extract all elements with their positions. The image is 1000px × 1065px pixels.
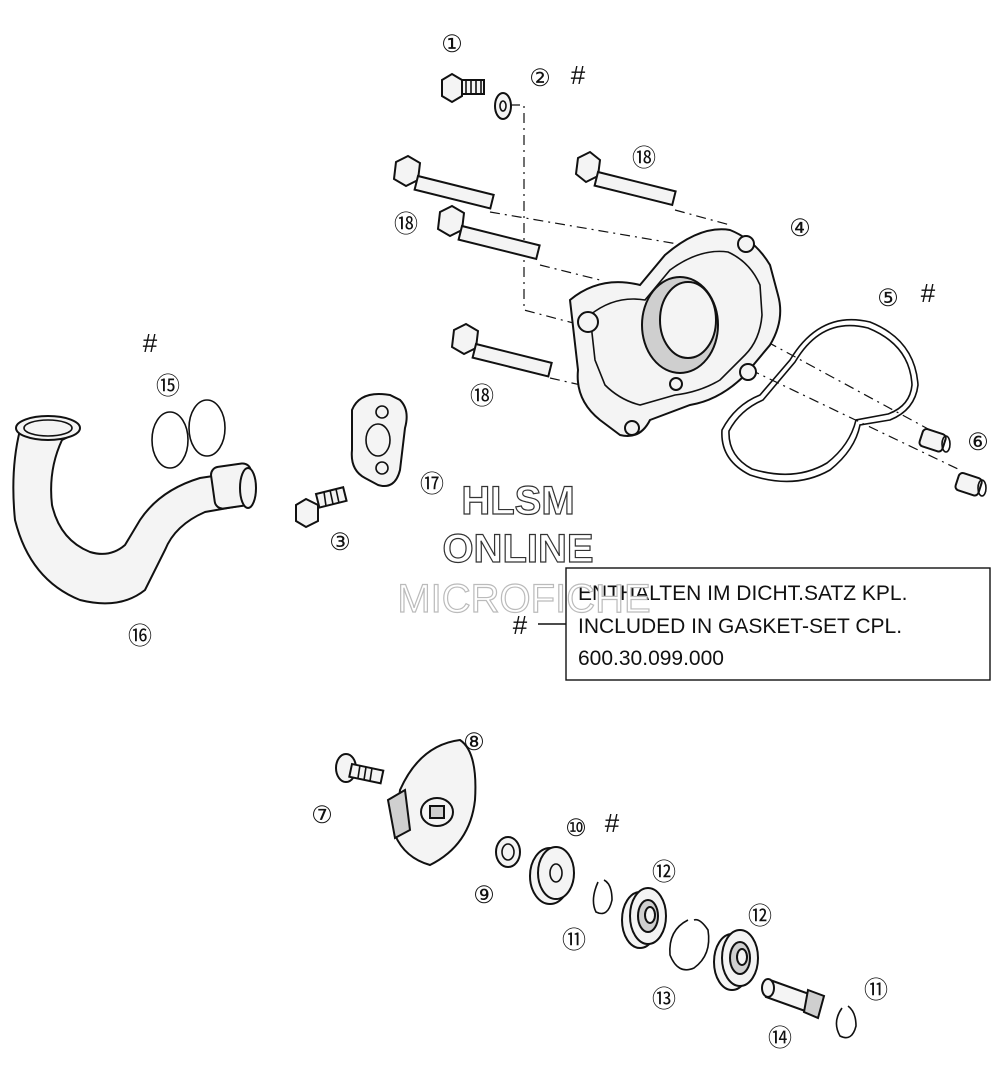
callout-18-middle: ⑱ (394, 211, 418, 238)
note-box (565, 567, 991, 681)
svg-text:⑥: ⑥ (967, 429, 989, 456)
part-18-bolt-long-middle[interactable] (436, 204, 541, 261)
callout-17: ⑰ (420, 471, 444, 498)
svg-text:⑩: ⑩ (565, 815, 587, 842)
part-9-washer[interactable] (495, 836, 521, 868)
callout-12-upper: ⑫ (652, 859, 676, 886)
part-18-bolt-long-top[interactable] (392, 154, 495, 210)
part-1-bolt[interactable] (441, 72, 485, 104)
watermark-line-3: MICROFICHE (397, 577, 650, 621)
svg-text:⑮: ⑮ (156, 373, 180, 400)
part-11-circlip-lower[interactable] (835, 1005, 857, 1039)
svg-text:⑫: ⑫ (748, 903, 772, 930)
part-12-bearing-upper[interactable] (621, 887, 667, 949)
part-3-bolt[interactable] (295, 486, 348, 529)
part-18-bolt-upper-right[interactable] (574, 150, 677, 207)
callout-18-top: ⑱ (632, 145, 656, 172)
part-11-circlip-upper[interactable] (592, 879, 613, 915)
svg-text:③: ③ (329, 529, 351, 556)
svg-text:⑬: ⑬ (652, 986, 676, 1013)
callout-2: ② # (529, 60, 586, 92)
part-13-snap-ring[interactable] (669, 918, 710, 971)
part-17-flange-gasket[interactable] (350, 393, 408, 487)
callout-10: ⑩ # (565, 808, 620, 842)
note-line-english: INCLUDED IN GASKET-SET CPL. (578, 615, 902, 638)
svg-text:⑦: ⑦ (311, 802, 333, 829)
svg-text:④: ④ (789, 215, 811, 242)
callout-18-bottom: ⑱ (470, 383, 494, 410)
svg-text:⑨: ⑨ (473, 882, 495, 909)
svg-text:⑤: ⑤ (877, 285, 899, 312)
callout-4: ④ (789, 215, 811, 242)
part-8-impeller[interactable] (386, 738, 477, 867)
part-2-washer[interactable] (494, 92, 512, 120)
callout-8: ⑧ (463, 729, 485, 756)
part-16-water-pipe[interactable] (12, 415, 257, 605)
callout-14: ⑭ (768, 1025, 792, 1052)
svg-text:⑧: ⑧ (463, 729, 485, 756)
svg-text:⑱: ⑱ (632, 145, 656, 172)
part-15-o-rings[interactable] (151, 399, 226, 469)
callout-15: # ⑮ (143, 328, 180, 400)
part-6-dowel-sleeve-upper[interactable] (918, 428, 951, 453)
part-18-bolt-lower[interactable] (450, 322, 553, 378)
callout-9: ⑨ (473, 882, 495, 909)
watermark: HLSM ONLINE MICROFICHE (397, 478, 652, 621)
svg-text:①: ① (441, 31, 463, 58)
note-part-number: 600.30.099.000 (578, 647, 724, 670)
svg-text:⑱: ⑱ (470, 383, 494, 410)
svg-text:#: # (143, 328, 158, 358)
note-line-german: ENTHALTEN IM DICHT.SATZ KPL. (578, 582, 907, 605)
svg-text:#: # (921, 278, 936, 308)
callout-11-upper: ⑪ (562, 927, 586, 954)
note-marker: # (513, 610, 528, 640)
callout-5: ⑤ # (877, 278, 936, 312)
callout-1: ① (441, 31, 463, 58)
svg-text:#: # (571, 60, 586, 90)
callout-16: ⑯ (128, 623, 152, 650)
svg-text:⑰: ⑰ (420, 471, 444, 498)
svg-text:⑭: ⑭ (768, 1025, 792, 1052)
callout-13: ⑬ (652, 986, 676, 1013)
svg-text:⑪: ⑪ (562, 927, 586, 954)
svg-text:⑫: ⑫ (652, 859, 676, 886)
callout-12-lower: ⑫ (748, 903, 772, 930)
svg-text:#: # (605, 808, 620, 838)
part-4-pump-cover[interactable] (568, 228, 782, 437)
part-12-bearing-lower[interactable] (713, 929, 759, 991)
part-6-dowel-sleeve-lower[interactable] (954, 472, 987, 497)
svg-text:⑱: ⑱ (394, 211, 418, 238)
gasket-set-note: # ENTHALTEN IM DICHT.SATZ KPL. INCLUDED … (513, 567, 991, 681)
watermark-line-2: ONLINE (442, 527, 593, 571)
callout-7: ⑦ (311, 802, 333, 829)
part-14-pump-shaft[interactable] (761, 978, 826, 1020)
svg-text:⑯: ⑯ (128, 623, 152, 650)
svg-text:②: ② (529, 65, 551, 92)
watermark-line-1: HLSM (461, 479, 574, 523)
part-10-shaft-seal[interactable] (529, 846, 575, 905)
svg-text:⑪: ⑪ (864, 977, 888, 1004)
callout-3: ③ (329, 529, 351, 556)
callout-11-lower: ⑪ (864, 977, 888, 1004)
callout-6: ⑥ (967, 429, 989, 456)
part-7-screw[interactable] (335, 753, 385, 785)
part-5-gasket-ring[interactable] (721, 318, 919, 483)
